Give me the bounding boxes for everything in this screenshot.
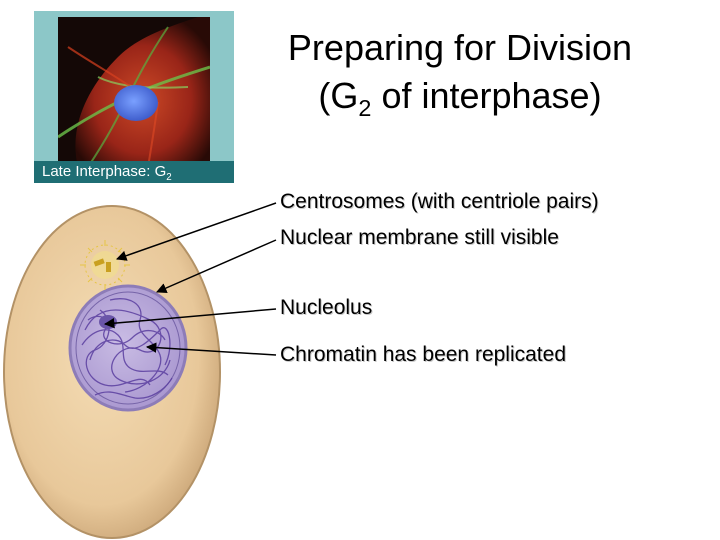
label-nucleolus: Nucleolus <box>280 296 373 319</box>
chromatin-leader-line <box>145 342 277 356</box>
title-line-1: Preparing for Division <box>287 27 633 68</box>
micrograph-panel: Late Interphase: G2 <box>34 11 234 183</box>
label-nuclear-membrane: Nuclear membrane still visible <box>280 226 559 249</box>
photo-caption: Late Interphase: G2 <box>34 161 234 183</box>
micrograph-image <box>58 17 210 167</box>
centrosome-leader-line <box>116 202 277 261</box>
nucleolus-leader-line <box>103 308 277 329</box>
centrosome-icon <box>80 240 130 290</box>
label-chromatin: Chromatin has been replicated <box>280 343 567 366</box>
membrane-leader-line <box>156 239 277 294</box>
label-centrosomes: Centrosomes (with centriole pairs) <box>280 190 599 213</box>
nucleolus <box>99 315 117 329</box>
micrograph-art <box>58 17 210 167</box>
title-line-2: (G2 of interphase) <box>318 75 602 122</box>
nucleus-stain <box>114 85 158 121</box>
slide-title: Preparing for Division (G2 of interphase… <box>250 24 670 120</box>
